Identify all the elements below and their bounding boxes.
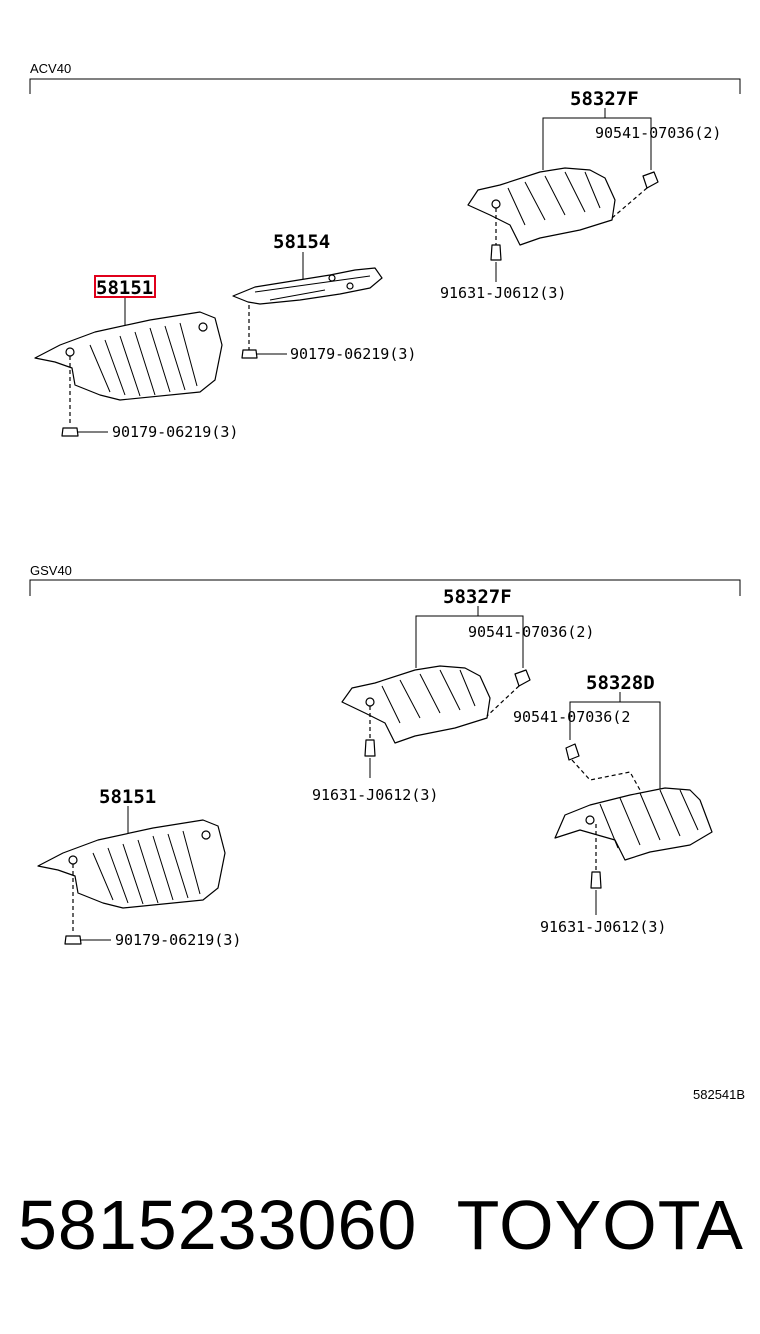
- fastener-dashline: [571, 759, 641, 791]
- part-label-58151: 58151: [99, 786, 156, 808]
- heat-insulator-58327f-acv40[interactable]: 58327F 90541-07036(2) 91631-J0612(3): [440, 88, 721, 302]
- insulator-ribs: [507, 171, 601, 226]
- part-label-clip: 90541-07036(2: [513, 708, 630, 726]
- insulator-shape: [37, 819, 226, 909]
- nut-icon: [64, 935, 82, 945]
- nut-icon: [61, 427, 79, 437]
- insulator-ribs: [599, 789, 699, 849]
- section-label-gsv40: GSV40: [30, 563, 72, 578]
- section-bracket-gsv40: [29, 579, 741, 596]
- leader-bracket: [569, 692, 661, 790]
- heat-insulator-58327f-gsv40[interactable]: 58327F 90541-07036(2) 91631-J0612(3): [312, 586, 594, 804]
- section-gsv40: GSV40 58327F 90541-07036(2) 91631-J0612(…: [29, 563, 741, 949]
- insulator-shape: [34, 311, 223, 401]
- bolt-icon: [364, 739, 376, 757]
- clip-icon: [565, 743, 580, 761]
- part-label-58327f: 58327F: [443, 586, 512, 608]
- heat-insulator-58151-acv40[interactable]: 58151 90179-06219(3): [34, 275, 238, 441]
- section-label-acv40: ACV40: [30, 61, 71, 76]
- insulator-ribs: [254, 275, 371, 301]
- part-label-bolt: 91631-J0612(3): [540, 918, 666, 936]
- mount-hole: [365, 697, 375, 707]
- mount-hole: [585, 815, 595, 825]
- clip-icon: [642, 171, 659, 189]
- part-label-58328d: 58328D: [586, 672, 655, 694]
- insulator-ribs: [89, 322, 198, 397]
- leader-bracket: [415, 606, 524, 668]
- fastener-dashline: [611, 187, 648, 219]
- footer-part-number: 5815233060: [18, 1186, 418, 1264]
- part-label-clip: 90541-07036(2): [468, 623, 594, 641]
- figure-code: 582541B: [693, 1087, 745, 1102]
- section-bracket-acv40: [29, 78, 741, 94]
- insulator-shape: [341, 665, 491, 744]
- heat-insulator-58151-gsv40[interactable]: 58151 90179-06219(3): [37, 786, 241, 949]
- fastener-dashline: [486, 685, 520, 717]
- insulator-shape: [554, 787, 713, 861]
- part-label-nut: 90179-06219(3): [112, 423, 238, 441]
- section-acv40: ACV40 58151 90179-06219(3) 58154: [29, 61, 741, 441]
- part-label-bolt: 91631-J0612(3): [312, 786, 438, 804]
- part-label-bolt: 91631-J0612(3): [440, 284, 566, 302]
- part-label-clip: 90541-07036(2): [595, 124, 721, 142]
- mount-hole: [198, 322, 208, 332]
- part-label-nut: 90179-06219(3): [290, 345, 416, 363]
- part-label-58154: 58154: [273, 231, 330, 253]
- part-label-nut: 90179-06219(3): [115, 931, 241, 949]
- leader-bracket: [542, 108, 652, 170]
- part-label-58327f: 58327F: [570, 88, 639, 110]
- footer: 5815233060 TOYOTA: [0, 1185, 760, 1285]
- nut-icon: [241, 349, 258, 359]
- bolt-icon: [490, 244, 502, 261]
- mount-hole: [201, 830, 211, 840]
- clip-icon: [514, 669, 531, 687]
- footer-brand: TOYOTA: [456, 1186, 744, 1264]
- insulator-shape: [467, 167, 616, 246]
- mount-hole: [65, 347, 75, 357]
- insulator-ribs: [92, 830, 201, 905]
- mount-hole: [491, 199, 501, 209]
- mount-hole: [346, 282, 354, 290]
- bolt-icon: [590, 871, 602, 889]
- insulator-shape: [232, 267, 383, 305]
- heat-insulator-58328d[interactable]: 58328D 90541-07036(2 91631-J0612(3): [513, 672, 713, 936]
- highlight-box: [94, 275, 156, 298]
- mount-hole: [68, 855, 78, 865]
- mount-hole: [328, 274, 336, 282]
- part-label-58151: 58151: [96, 277, 153, 299]
- heat-insulator-58154[interactable]: 58154 90179-06219(3): [232, 231, 416, 363]
- insulator-ribs: [381, 669, 476, 724]
